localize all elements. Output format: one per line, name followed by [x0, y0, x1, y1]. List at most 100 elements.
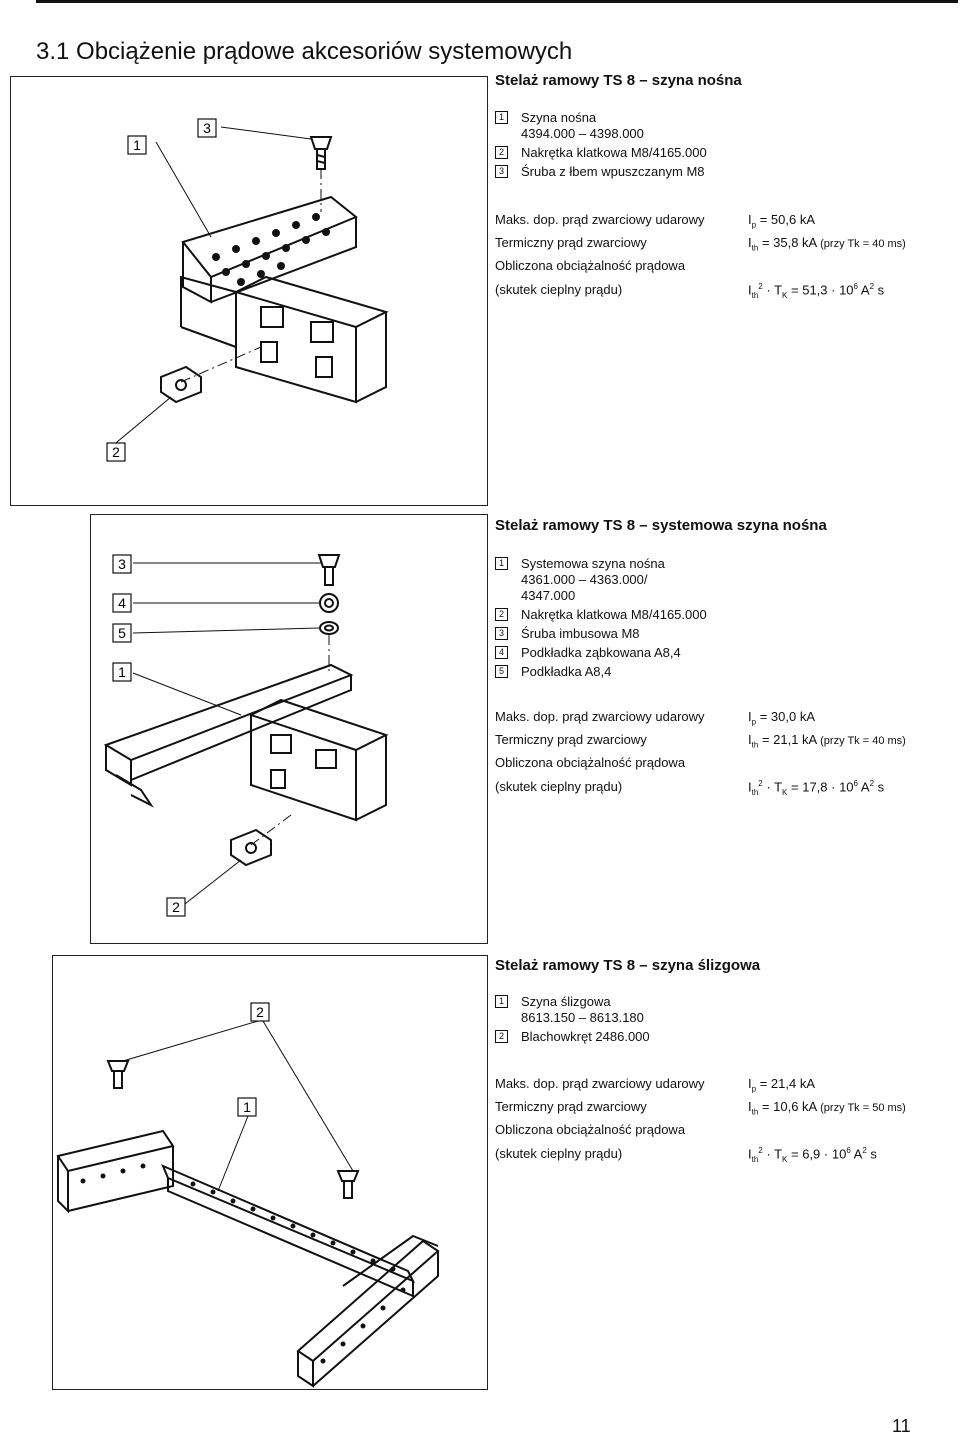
spec-value-ith: Ith = 21,1 kA (przy Tk = 40 ms)	[748, 732, 906, 750]
spec-label: Maks. dop. prąd zwarciowy udarowy	[495, 709, 705, 724]
part-number-box: 2	[495, 1030, 508, 1043]
part-line: 4394.000 – 4398.000	[521, 126, 644, 141]
part-line: Nakrętka klatkowa M8/4165.000	[521, 607, 707, 622]
part-number-box: 2	[495, 608, 508, 621]
part-line: Podkładka ząbkowana A8,4	[521, 645, 681, 660]
specs-table: Maks. dop. prąd zwarciowy udarowy Ip = 3…	[495, 709, 955, 809]
spec-value-ip: Ip = 30,0 kA	[748, 709, 816, 727]
part-number-box: 3	[495, 627, 508, 640]
spec-row-heat: (skutek cieplny prądu) Ith2 · TK = 51,3 …	[495, 282, 955, 302]
section-title: Stelaż ramowy TS 8 – szyna nośna	[495, 72, 742, 89]
spec-value-i2t: Ith2 · TK = 6,9 · 106 A2 s	[748, 1146, 877, 1164]
callout-2	[166, 897, 186, 917]
spec-row-heat: (skutek cieplny prądu) Ith2 · TK = 6,9 ·…	[495, 1146, 955, 1166]
spec-label: Obliczona obciążalność prądowa	[495, 755, 686, 770]
spec-row-thermal: Termiczny prąd zwarciowy Ith = 10,6 kA (…	[495, 1099, 955, 1119]
spec-label: Obliczona obciążalność prądowa	[495, 258, 686, 273]
spec-value-ith: Ith = 10,6 kA (przy Tk = 50 ms)	[748, 1099, 906, 1117]
figure-frame: 2 1	[52, 955, 488, 1390]
spec-label: Maks. dop. prąd zwarciowy udarowy	[495, 212, 705, 227]
part-item: 5 Podkładka A8,4	[495, 664, 935, 680]
part-line: Śruba z łbem wpuszczanym M8	[521, 164, 705, 179]
section-slide-rail: 2 1 Stelaż ramowy TS 8 – szyna ślizgowa …	[0, 950, 960, 1390]
spec-value-ith: Ith = 35,8 kA (przy Tk = 40 ms)	[748, 235, 906, 253]
spec-row-heat: (skutek cieplny prądu) Ith2 · TK = 17,8 …	[495, 779, 955, 799]
callout-2	[106, 442, 126, 462]
spec-label: (skutek cieplny prądu)	[495, 1146, 623, 1161]
specs-table: Maks. dop. prąd zwarciowy udarowy Ip = 2…	[495, 1076, 955, 1176]
part-line: Szyna ślizgowa	[521, 994, 611, 1009]
callout-3-label: 3	[118, 556, 126, 572]
callout-3	[197, 118, 217, 138]
spec-row-calc: Obliczona obciążalność prądowa	[495, 1122, 955, 1142]
part-item: 2 Blachowkręt 2486.000	[495, 1029, 935, 1045]
spec-value-i2t: Ith2 · TK = 17,8 · 106 A2 s	[748, 779, 885, 797]
callout-5	[112, 623, 132, 643]
callout-2-label: 2	[112, 444, 120, 460]
callout-1	[112, 662, 132, 682]
part-item: 3 Śruba z łbem wpuszczanym M8	[495, 164, 935, 180]
spec-row-peak: Maks. dop. prąd zwarciowy udarowy Ip = 5…	[495, 212, 955, 232]
spec-row-peak: Maks. dop. prąd zwarciowy udarowy Ip = 2…	[495, 1076, 955, 1096]
parts-list: 1 Systemowa szyna nośna 4361.000 – 4363.…	[495, 556, 935, 683]
part-number-box: 1	[495, 111, 508, 124]
callout-3-label: 3	[203, 120, 211, 136]
part-line: Blachowkręt 2486.000	[521, 1029, 650, 1044]
callout-5-label: 5	[118, 625, 126, 641]
carrier-rail-drawing: 1 3 2	[106, 118, 389, 462]
callout-1-label: 1	[133, 137, 141, 153]
section-title: Stelaż ramowy TS 8 – szyna ślizgowa	[495, 957, 761, 974]
spec-row-thermal: Termiczny prąd zwarciowy Ith = 35,8 kA (…	[495, 235, 955, 255]
part-line: Szyna nośna	[521, 110, 597, 125]
slide-rail-drawing: 2 1	[56, 1002, 440, 1388]
specs-table: Maks. dop. prąd zwarciowy udarowy Ip = 5…	[495, 212, 955, 312]
spec-label: Obliczona obciążalność prądowa	[495, 1122, 686, 1137]
figure-frame: 1 3 2	[10, 76, 488, 506]
section-carrier-rail: 1 3 2 Stelaż ramowy TS 8 – szyna nośna 1…	[0, 70, 960, 506]
part-number-box: 2	[495, 146, 508, 159]
part-item: 1 Szyna ślizgowa 8613.150 – 8613.180	[495, 994, 935, 1026]
callout-1	[127, 135, 147, 155]
part-number-box: 5	[495, 665, 508, 678]
callout-1-label: 1	[243, 1099, 251, 1115]
part-item: 1 Szyna nośna 4394.000 – 4398.000	[495, 110, 935, 142]
part-number-box: 1	[495, 557, 508, 570]
callout-4-label: 4	[118, 595, 126, 611]
part-number-box: 1	[495, 995, 508, 1008]
part-line: Systemowa szyna nośna	[521, 556, 665, 571]
system-rail-drawing: 3 4 5 1 2	[103, 554, 389, 917]
part-line: Podkładka A8,4	[521, 664, 612, 679]
callout-3	[112, 554, 132, 574]
part-line: 4361.000 – 4363.000/	[521, 572, 648, 587]
title-rule	[36, 0, 958, 3]
callout-1-label: 1	[118, 664, 126, 680]
page-number: 11	[892, 1416, 911, 1436]
parts-list: 1 Szyna ślizgowa 8613.150 – 8613.180 2 B…	[495, 994, 935, 1048]
part-number-box: 4	[495, 646, 508, 659]
spec-value-ip: Ip = 21,4 kA	[748, 1076, 816, 1094]
part-line: Nakrętka klatkowa M8/4165.000	[521, 145, 707, 160]
part-item: 1 Systemowa szyna nośna 4361.000 – 4363.…	[495, 556, 935, 604]
section-system-rail: 3 4 5 1 2 Stelaż ramowy TS 8 – systemowa…	[0, 512, 960, 944]
part-number-box: 3	[495, 165, 508, 178]
spec-row-thermal: Termiczny prąd zwarciowy Ith = 21,1 kA (…	[495, 732, 955, 752]
part-item: 4 Podkładka ząbkowana A8,4	[495, 645, 935, 661]
page-title: 3.1 Obciążenie prądowe akcesoriów system…	[36, 38, 573, 66]
spec-label: Termiczny prąd zwarciowy	[495, 732, 647, 747]
spec-label: (skutek cieplny prądu)	[495, 779, 623, 794]
part-line: 4347.000	[521, 588, 576, 603]
spec-label: Termiczny prąd zwarciowy	[495, 235, 647, 250]
spec-label: (skutek cieplny prądu)	[495, 282, 623, 297]
spec-row-calc: Obliczona obciążalność prądowa	[495, 755, 955, 775]
callout-2-label: 2	[172, 899, 180, 915]
part-item: 3 Śruba imbusowa M8	[495, 626, 935, 642]
spec-row-calc: Obliczona obciążalność prądowa	[495, 258, 955, 278]
spec-value-i2t: Ith2 · TK = 51,3 · 106 A2 s	[748, 282, 885, 300]
callout-2-label: 2	[256, 1004, 264, 1020]
callout-2	[250, 1002, 270, 1022]
spec-label: Maks. dop. prąd zwarciowy udarowy	[495, 1076, 705, 1091]
parts-list: 1 Szyna nośna 4394.000 – 4398.000 2 Nakr…	[495, 110, 935, 183]
spec-row-peak: Maks. dop. prąd zwarciowy udarowy Ip = 3…	[495, 709, 955, 729]
callout-1	[237, 1097, 257, 1117]
callout-4	[112, 593, 132, 613]
